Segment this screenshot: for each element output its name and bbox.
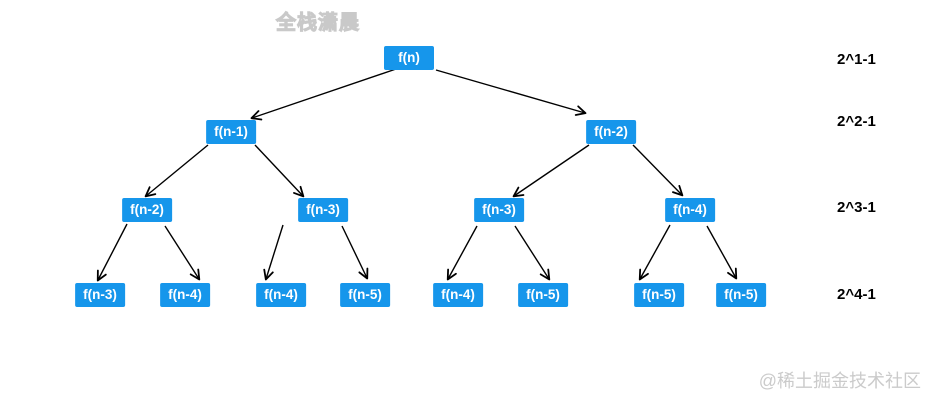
level-label-1: 2^1-1 [837, 51, 876, 68]
watermark-top: 全栈潇晨 [276, 12, 360, 35]
tree-edge-n0-n1 [250, 68, 397, 121]
tree-node-n14: f(n-5) [716, 283, 766, 307]
tree-node-n7: f(n-3) [75, 283, 125, 307]
tree-edge-n3-n8 [164, 225, 201, 281]
tree-edge-n3-n7 [96, 223, 128, 282]
tree-edge-n5-n12 [514, 225, 551, 281]
level-label-3: 2^3-1 [837, 199, 876, 216]
tree-node-n12: f(n-5) [518, 283, 568, 307]
tree-edge-n5-n11 [446, 225, 478, 281]
tree-edge-n1-n3 [144, 144, 209, 198]
tree-edge-n2-n6 [632, 144, 684, 197]
tree-node-n13: f(n-5) [634, 283, 684, 307]
watermark-bottom: @稀土掘金技术社区 [758, 371, 921, 391]
tree-node-n1: f(n-1) [206, 120, 256, 144]
level-label-2: 2^2-1 [837, 113, 876, 130]
level-label-4: 2^4-1 [837, 286, 876, 303]
tree-node-n11: f(n-4) [433, 283, 483, 307]
tree-edge-n6-n14 [706, 225, 738, 280]
tree-node-n8: f(n-4) [160, 283, 210, 307]
tree-node-n2: f(n-2) [586, 120, 636, 144]
tree-node-n4: f(n-3) [298, 198, 348, 222]
tree-edge-n6-n13 [638, 224, 671, 281]
tree-node-n3: f(n-2) [122, 198, 172, 222]
tree-edge-n2-n5 [512, 144, 590, 198]
tree-edge-n4-n9 [263, 224, 284, 281]
tree-node-n9: f(n-4) [256, 283, 306, 307]
tree-node-n10: f(n-5) [340, 283, 390, 307]
tree-node-n5: f(n-3) [474, 198, 524, 222]
tree-edge-n4-n10 [341, 225, 369, 280]
tree-edge-n0-n2 [435, 69, 587, 116]
tree-node-n6: f(n-4) [665, 198, 715, 222]
tree-node-n0: f(n) [384, 46, 434, 70]
tree-edge-n1-n4 [254, 144, 305, 198]
